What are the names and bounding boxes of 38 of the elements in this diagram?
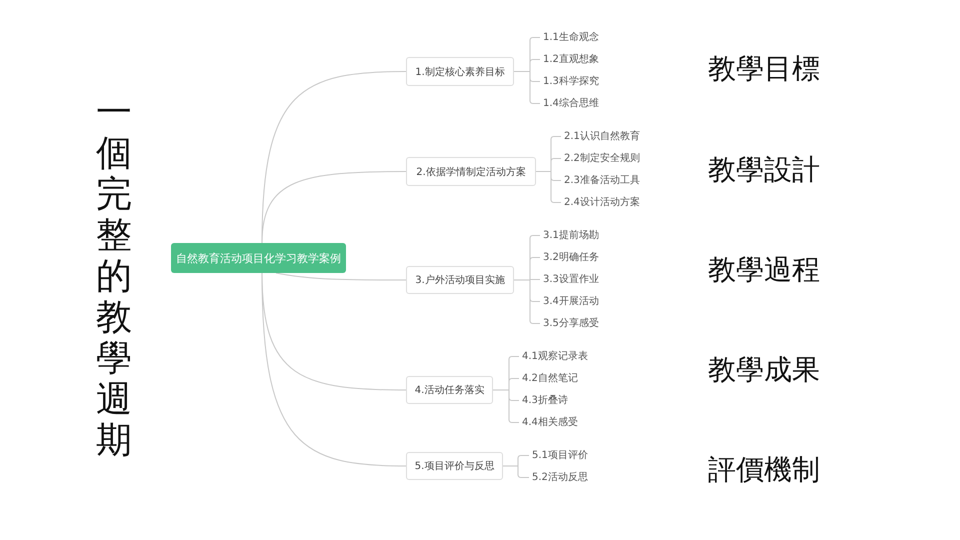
subtopic-text: 2.4设计活动方案 xyxy=(564,196,640,209)
connector-line xyxy=(514,280,540,324)
topic-box: 1.制定核心素养目标 xyxy=(406,57,514,86)
subtopic-text: 2.2制定安全规则 xyxy=(564,152,640,165)
subtopic-text: 4.4相关感受 xyxy=(522,416,578,429)
subtopic-text: 4.3折叠诗 xyxy=(522,394,568,407)
subtopic-text: 2.1认识自然教育 xyxy=(564,130,640,143)
subtopic-text: 1.3科学探究 xyxy=(543,75,599,88)
stage-label: 教學目標 xyxy=(708,52,820,86)
subtopic-text: 3.4开展活动 xyxy=(543,295,599,308)
subtopic-text: 1.2直观想象 xyxy=(543,53,599,66)
subtopic-text: 2.3准备活动工具 xyxy=(564,174,640,187)
stage-label: 教學成果 xyxy=(708,353,820,387)
subtopic-text: 3.3设置作业 xyxy=(543,273,599,286)
connector-line xyxy=(536,171,562,203)
subtopic-text: 1.1生命观念 xyxy=(543,31,599,44)
subtopic-text: 3.2明确任务 xyxy=(543,251,599,264)
subtopic-text: 5.1项目评价 xyxy=(532,449,588,462)
connector-line xyxy=(262,272,406,466)
stage-label: 教學設計 xyxy=(708,153,820,187)
stage-label: 評價機制 xyxy=(708,453,820,487)
topic-box: 3.户外活动项目实施 xyxy=(406,266,514,294)
subtopic-text: 3.1提前场勘 xyxy=(543,229,599,242)
subtopic-text: 4.1观察记录表 xyxy=(522,350,588,363)
connector-line xyxy=(276,272,406,280)
subtopic-text: 3.5分享感受 xyxy=(543,317,599,330)
topic-box: 2.依据学情制定活动方案 xyxy=(406,157,536,186)
topic-box: 4.活动任务落实 xyxy=(406,376,493,404)
root-topic-box: 自然教育活动项目化学习教学案例 xyxy=(171,243,346,273)
connector-line xyxy=(492,390,520,423)
subtopic-text: 1.4综合思维 xyxy=(543,97,599,110)
connector-line xyxy=(502,466,530,478)
stage-label: 教學過程 xyxy=(708,253,820,287)
vertical-title: 一個完整的教學週期 xyxy=(95,92,133,461)
connector-line xyxy=(262,171,406,244)
subtopic-text: 4.2自然笔记 xyxy=(522,372,578,385)
topic-box: 5.项目评价与反思 xyxy=(406,452,503,480)
subtopic-text: 5.2活动反思 xyxy=(532,471,588,484)
